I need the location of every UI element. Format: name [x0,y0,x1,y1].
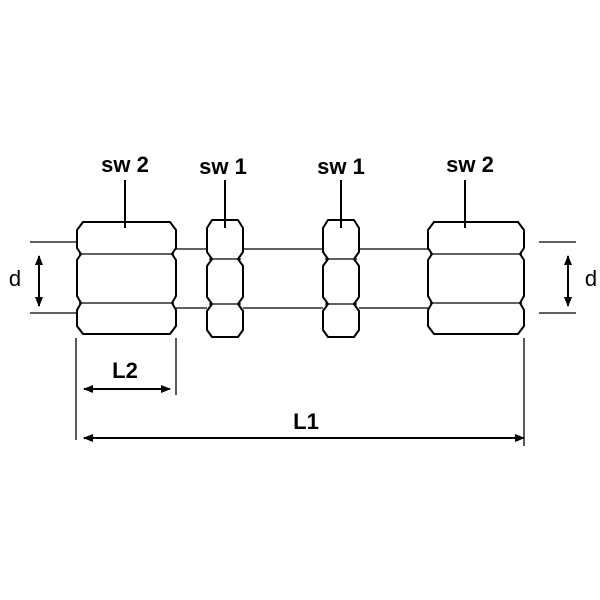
nut-sw2-left [76,221,177,335]
diameter-label-right: d [585,266,597,291]
sw1-left-label: sw 1 [199,154,247,179]
nut-sw1-left [206,219,244,338]
nut-sw2-right [427,221,525,335]
sw2-right-label: sw 2 [446,152,494,177]
l2-dimension [75,338,177,440]
sw2-left-label: sw 2 [101,152,149,177]
tube-body [176,248,428,309]
l2-label: L2 [112,358,138,383]
diameter-label-left: d [9,266,21,291]
l1-dimension [83,338,525,446]
nut-sw1-right [322,219,360,338]
diameter-dimension-left [30,241,77,314]
sw1-right-label: sw 1 [317,154,365,179]
diameter-dimension-right [539,241,576,314]
l1-label: L1 [293,409,319,434]
